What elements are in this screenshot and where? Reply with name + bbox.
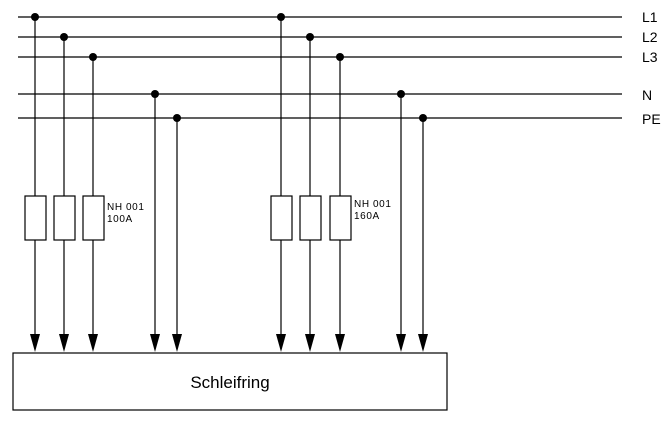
arrow-head	[396, 334, 406, 352]
fuse-l3	[329, 195, 352, 241]
slip-ring-label: Schleifring	[190, 373, 269, 392]
arrow-head	[30, 334, 40, 352]
arrow-head	[305, 334, 315, 352]
arrow-head	[88, 334, 98, 352]
bus-label-l1: L1	[642, 9, 658, 25]
slip-ring-box	[12, 352, 448, 411]
fuse-l1	[270, 195, 293, 241]
busbar-group: L1 L2 L3 N PE	[18, 9, 661, 127]
fuse-l2	[53, 195, 76, 241]
load-group: Schleifring	[12, 352, 448, 411]
fuse-type-label: NH 001	[107, 202, 145, 213]
fuse-l3	[82, 195, 105, 241]
fuse-rating-label: 160A	[354, 211, 380, 222]
fuse-rating-label: 100A	[107, 214, 133, 225]
fuse-type-label: NH 001	[354, 199, 392, 210]
arrow-head	[335, 334, 345, 352]
bus-label-pe: PE	[642, 111, 661, 127]
arrow-head	[59, 334, 69, 352]
arrow-head	[150, 334, 160, 352]
feeder-1: NH 001 100A	[24, 13, 182, 352]
fuse-l2	[299, 195, 322, 241]
arrow-head	[172, 334, 182, 352]
arrow-head	[276, 334, 286, 352]
fuse-l1	[24, 195, 47, 241]
bus-label-l2: L2	[642, 29, 658, 45]
bus-label-l3: L3	[642, 49, 658, 65]
feeder-2: NH 001 160A	[270, 13, 428, 352]
arrow-head	[418, 334, 428, 352]
bus-label-n: N	[642, 87, 652, 103]
